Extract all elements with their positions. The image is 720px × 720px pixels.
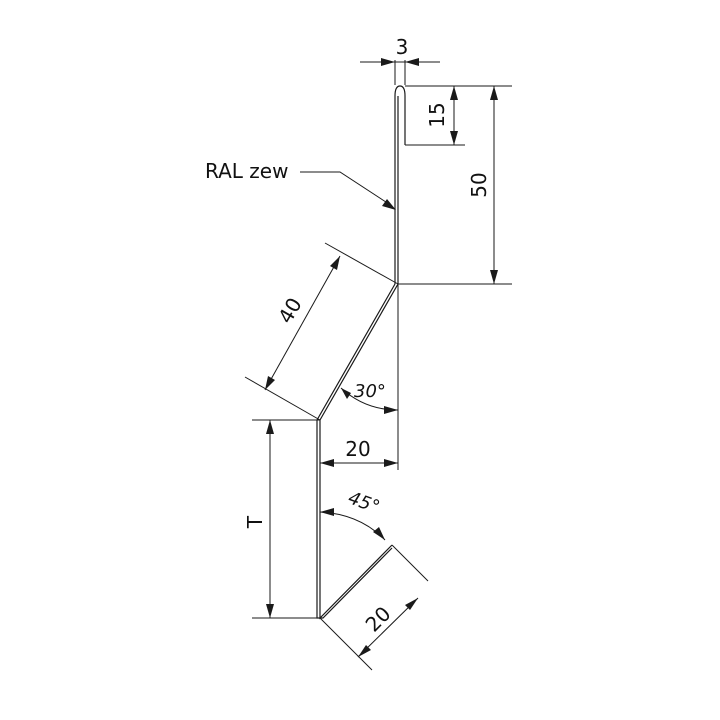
profile-outer-line bbox=[319, 96, 399, 620]
dimension-hem-length: 15 bbox=[425, 86, 458, 145]
dimension-label-hem-gap: 3 bbox=[396, 35, 409, 59]
sheet-profile bbox=[316, 85, 406, 620]
dimension-lip-length: 20 bbox=[357, 597, 419, 658]
dimension-label-hem-length: 15 bbox=[425, 102, 449, 127]
dimension-slope-length: 40 bbox=[264, 255, 341, 391]
dimension-slope-angle: 30° bbox=[340, 381, 399, 414]
dimension-label-bottom-height: T bbox=[243, 515, 267, 529]
dimension-bottom-angle: 45° bbox=[319, 488, 386, 541]
dimension-label-slope-angle: 30° bbox=[354, 381, 386, 402]
dimension-label-bottom-angle: 45° bbox=[345, 488, 382, 519]
dimension-label-top-height: 50 bbox=[467, 172, 491, 197]
finish-callout: RAL zew bbox=[205, 159, 396, 210]
extension-lines bbox=[244, 60, 512, 671]
dimension-hem-gap: 3 bbox=[360, 35, 440, 66]
dimension-bottom-height: T bbox=[243, 420, 274, 618]
finish-label: RAL zew bbox=[205, 159, 288, 183]
dimension-label-slope-length: 40 bbox=[273, 293, 307, 327]
dimension-top-height: 50 bbox=[467, 86, 498, 284]
dimension-offset-width: 20 bbox=[320, 437, 398, 467]
profile-hem bbox=[394, 85, 406, 284]
dimension-label-offset-width: 20 bbox=[345, 437, 370, 461]
dimension-label-lip-length: 20 bbox=[361, 602, 396, 637]
